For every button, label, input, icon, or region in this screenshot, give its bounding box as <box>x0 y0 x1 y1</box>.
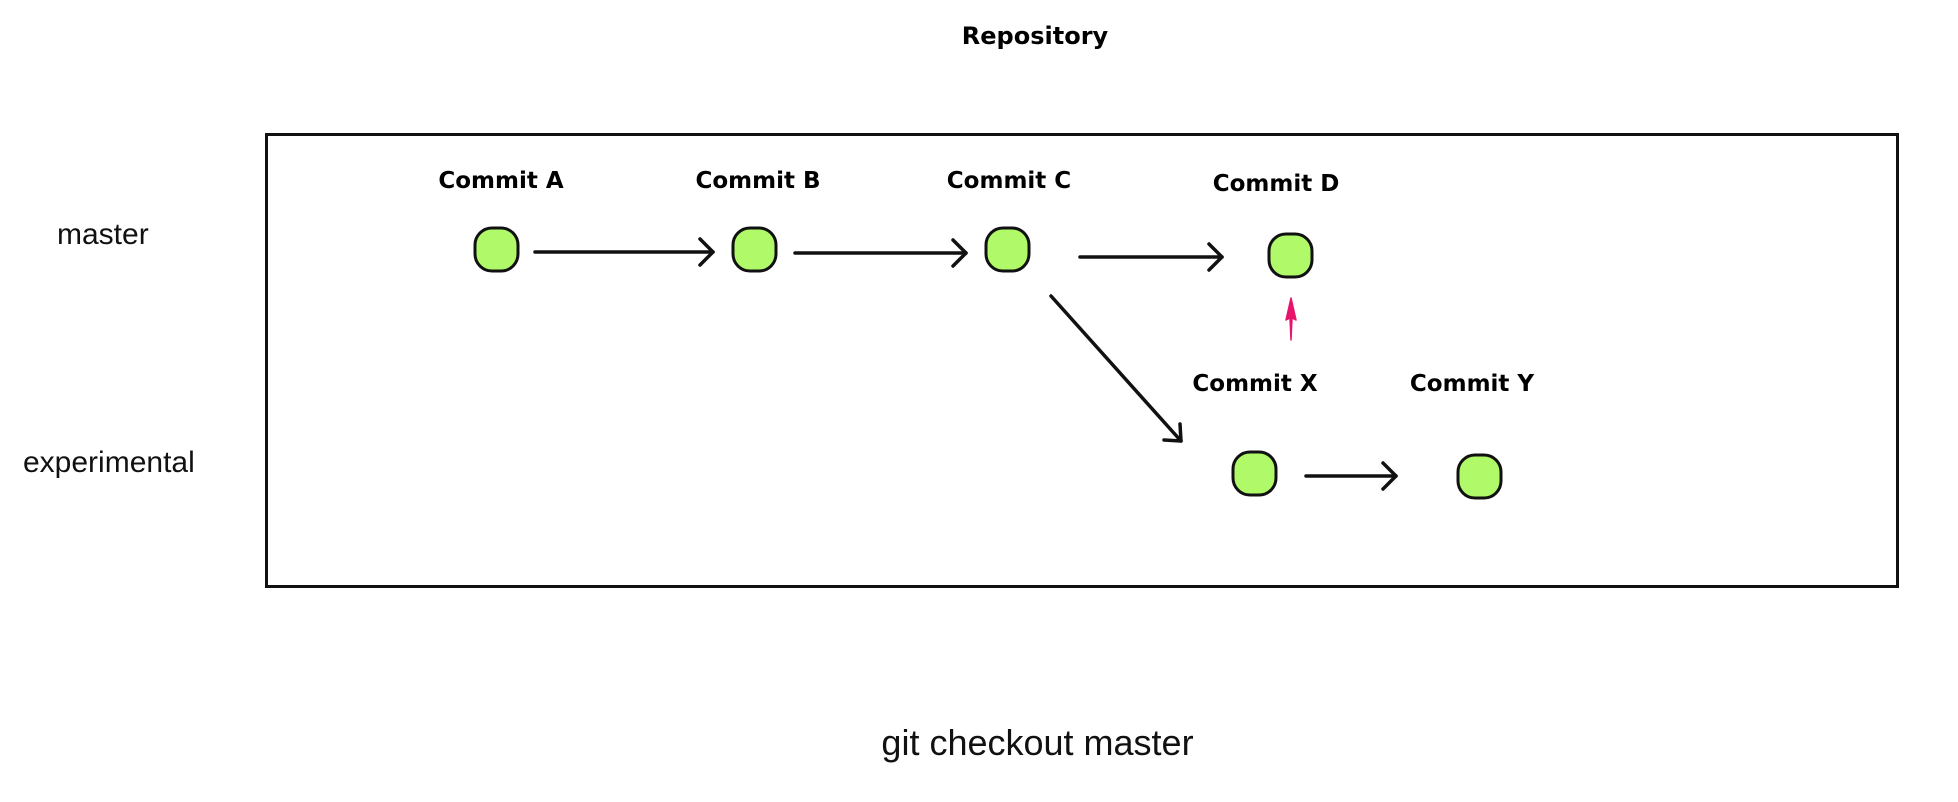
commit-d-label: Commit D <box>1212 171 1340 197</box>
arrow-b-to-c <box>793 238 968 268</box>
branch-label-master: master <box>57 218 149 251</box>
commit-d-node <box>1267 232 1314 279</box>
arrow-c-to-d <box>1078 242 1224 272</box>
arrow-x-to-y <box>1304 461 1398 491</box>
commit-a-label: Commit A <box>438 168 564 194</box>
arrow-c-to-x <box>1049 294 1183 443</box>
commit-a-node <box>473 226 520 273</box>
commit-x-node <box>1231 450 1278 497</box>
arrow-a-to-b <box>533 237 715 267</box>
command-caption: git checkout master <box>881 722 1194 763</box>
commit-b-label: Commit B <box>695 168 821 194</box>
commit-y-label: Commit Y <box>1409 371 1535 397</box>
commit-x-label: Commit X <box>1192 371 1318 397</box>
commit-c-label: Commit C <box>946 168 1072 194</box>
diagram-title: Repository <box>961 22 1109 50</box>
commit-c-node <box>984 226 1031 273</box>
branch-label-experimental: experimental <box>23 446 195 479</box>
commit-b-node <box>731 226 778 273</box>
commit-y-node <box>1456 453 1503 500</box>
repository-frame <box>265 133 1899 588</box>
head-pointer-arrow <box>1285 297 1297 341</box>
